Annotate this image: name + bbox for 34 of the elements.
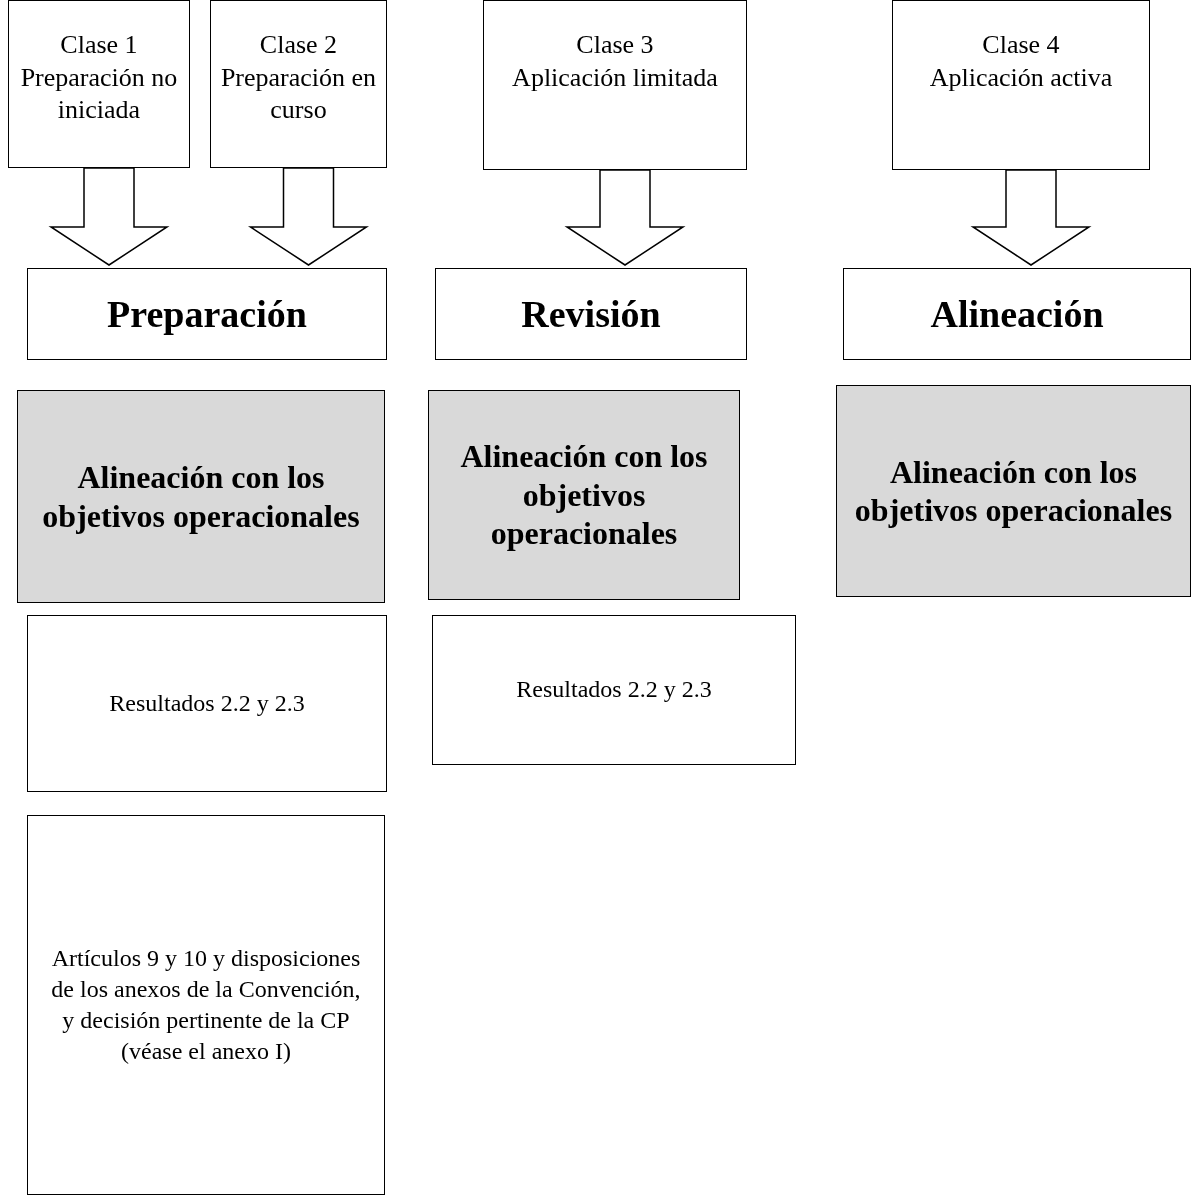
box-text: Resultados 2.2 y 2.3 [109,688,305,718]
box-text: Preparación [107,291,307,337]
block-arrow [564,169,686,266]
box-text: Clase 4 [982,29,1060,61]
box-text: Clase 3 [576,29,654,61]
block-arrow [48,167,170,266]
stage-box [435,268,747,360]
stage-box [843,268,1191,360]
box-text: Artículos 9 y 10 y disposiciones de los anexos de la Convención, y decisión pertinente de la CP (véase el anexo I) [50,943,362,1067]
text-box [27,615,387,792]
stage-box [27,268,387,360]
box-text: Clase 1 [60,29,138,61]
class-box [892,0,1150,170]
box-text: Resultados 2.2 y 2.3 [516,675,712,705]
box-text: Alineación con los objetivos operacionales [41,458,361,535]
box-text: Alineación con los objetivos operacionales [459,437,709,553]
shaded-box [17,390,385,603]
box-text: Preparación no iniciada [19,61,179,126]
box-text: Revisión [521,291,661,337]
text-box [27,815,385,1195]
box-text: Alineación con los objetivos operacionales [853,452,1174,530]
box-text: Aplicación activa [929,61,1113,94]
text-box [432,615,796,765]
box-text: Clase 2 [259,29,338,61]
block-arrow [248,167,369,266]
box-text: Preparación en curso [219,61,378,126]
block-arrow [970,169,1092,266]
class-box [8,0,190,168]
shaded-box [428,390,740,600]
box-text: Aplicación limitada [512,61,718,94]
box-text: Alineación [930,291,1104,337]
class-box [210,0,387,168]
class-box [483,0,747,170]
shaded-box [836,385,1191,597]
